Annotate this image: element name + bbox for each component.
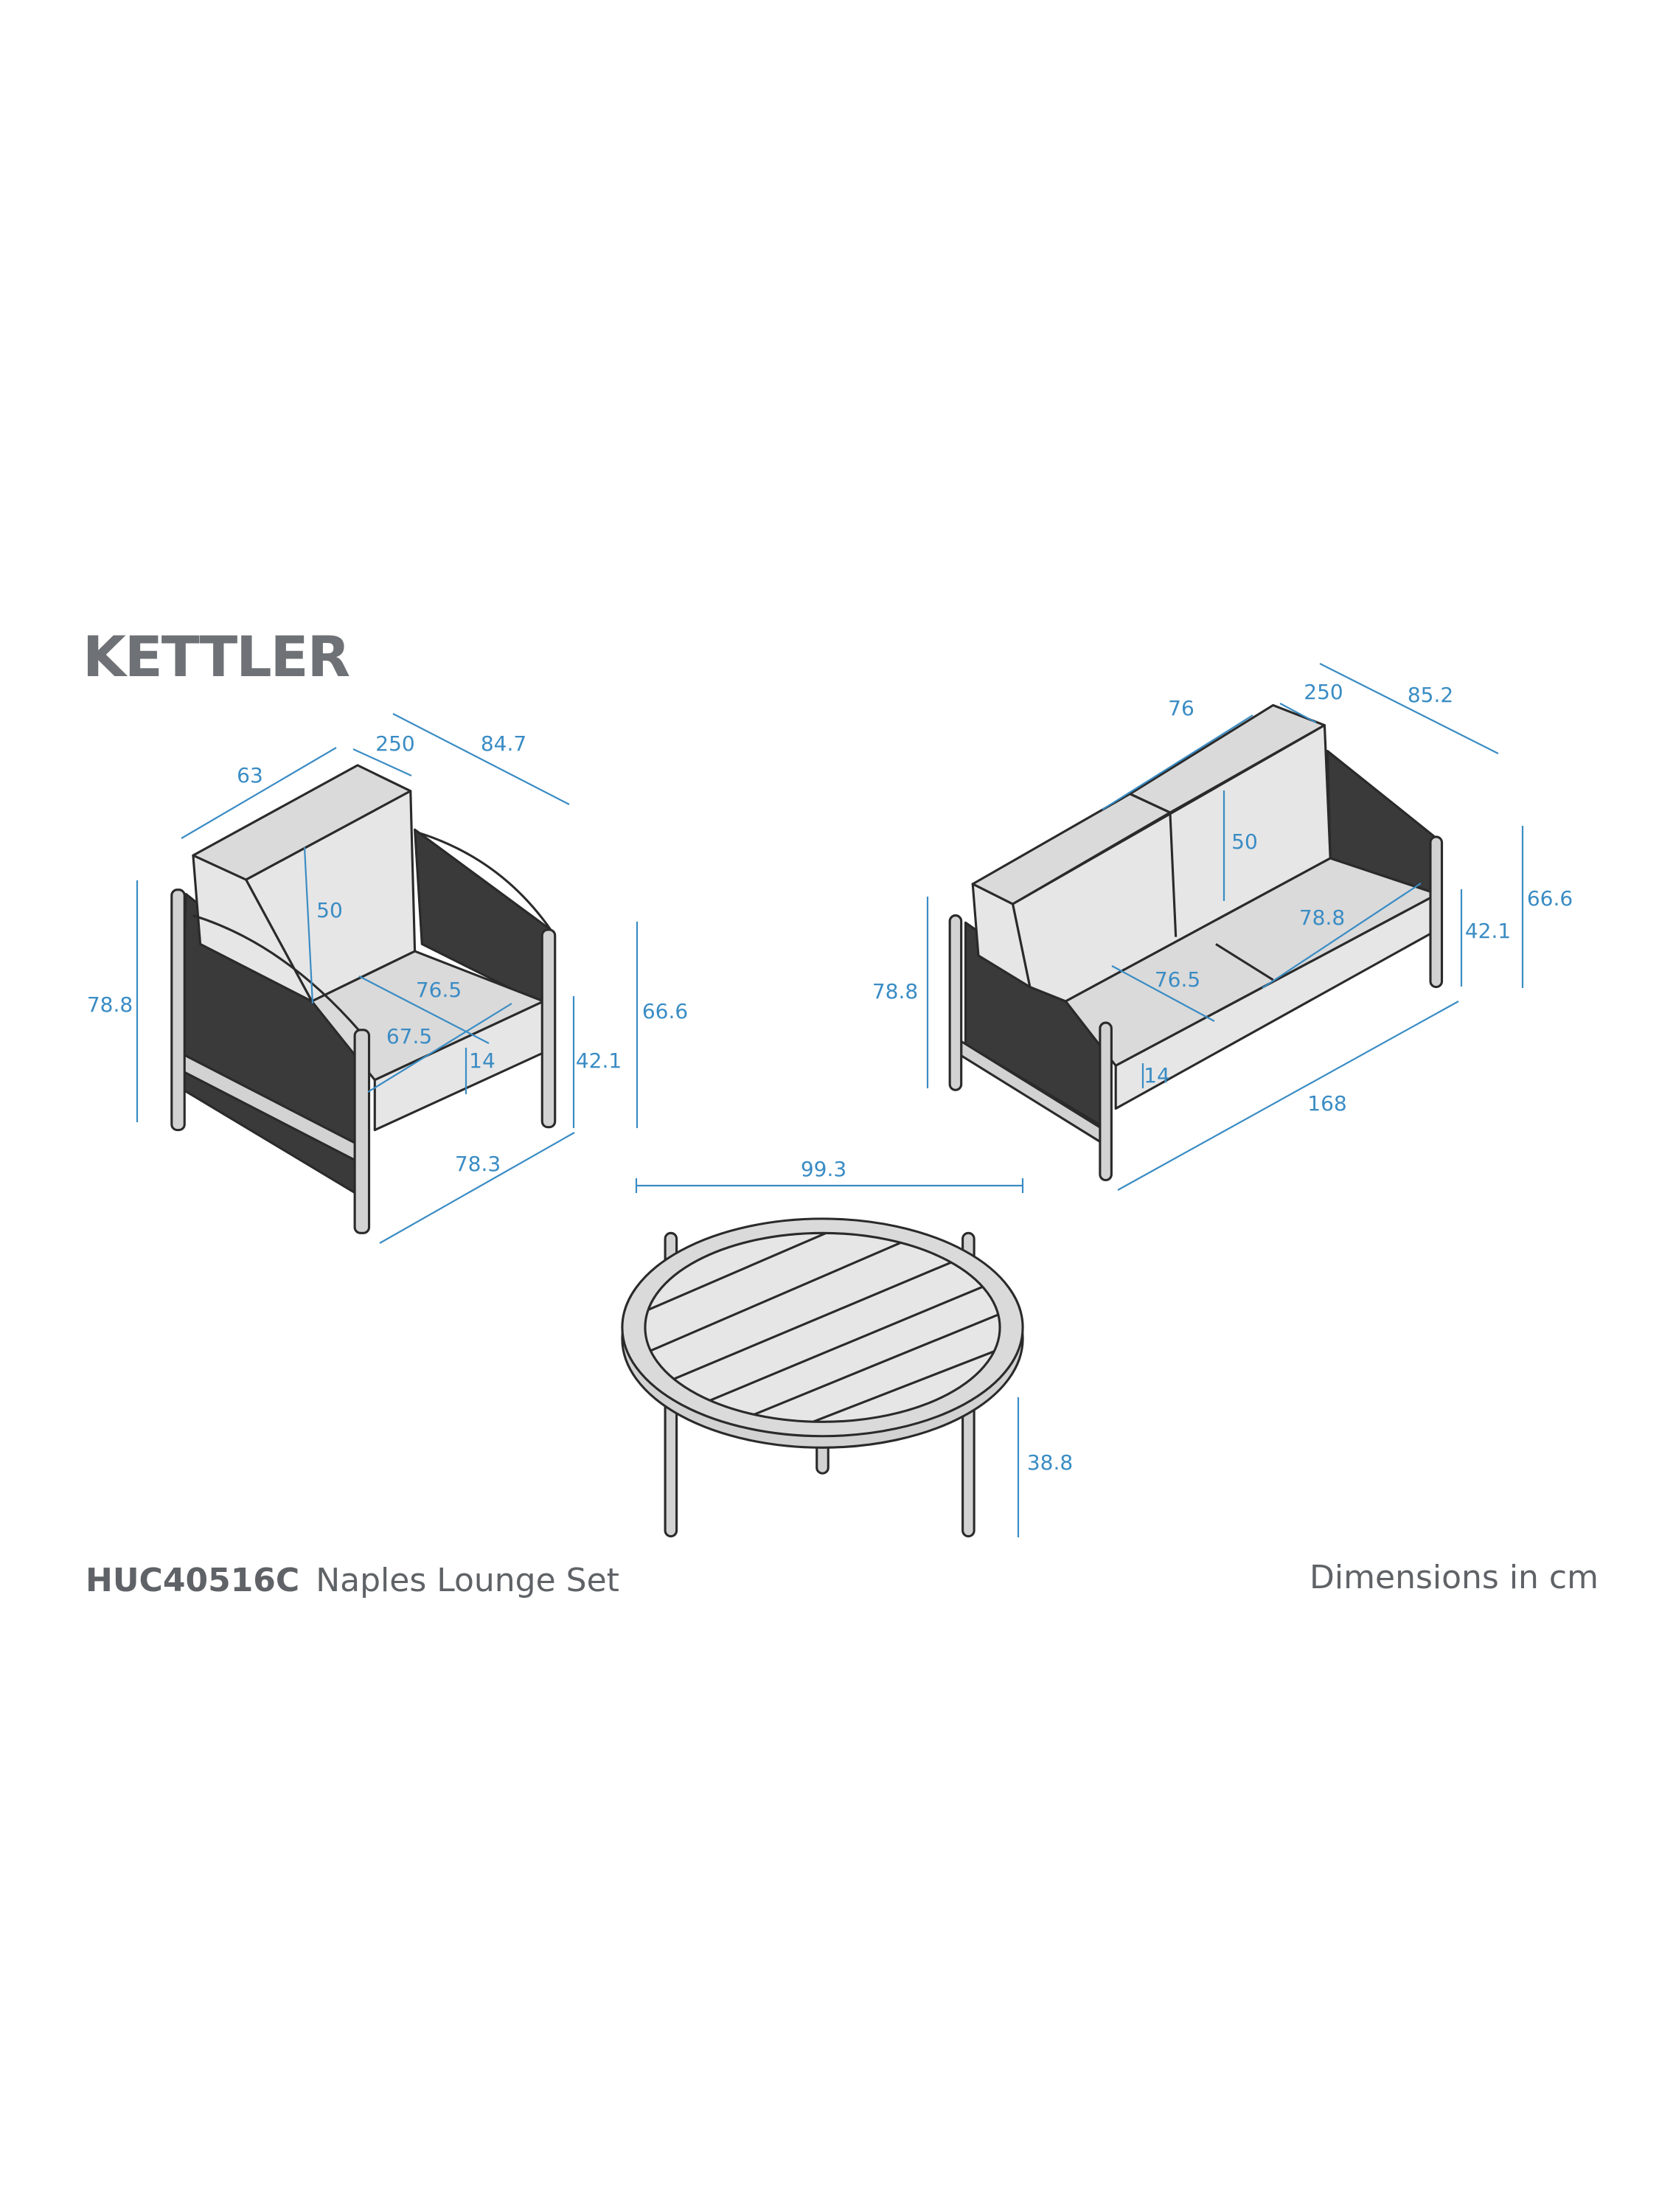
product-name: Naples Lounge Set bbox=[316, 1562, 619, 1599]
sofa-dimensions: 76 250 85.2 50 78.8 42.1 66.6 78.8 76.5 … bbox=[872, 663, 1573, 1191]
armchair-dim-63: 63 bbox=[237, 763, 263, 787]
sofa-dim-250: 250 bbox=[1304, 680, 1343, 704]
sofa-dim-168: 168 bbox=[1307, 1091, 1346, 1116]
kettler-logo: KETTLER bbox=[83, 624, 350, 689]
sofa-dim-14: 14 bbox=[1144, 1063, 1170, 1088]
armchair-dim-84-7: 84.7 bbox=[481, 731, 526, 756]
armchair-dim-66-6: 66.6 bbox=[642, 999, 688, 1023]
armchair-dim-50: 50 bbox=[316, 898, 343, 922]
armchair-drawing bbox=[170, 764, 557, 1234]
sofa-dim-78-8-seat: 78.8 bbox=[1299, 905, 1345, 930]
sofa-dim-85-2: 85.2 bbox=[1408, 683, 1453, 707]
armchair-dim-14: 14 bbox=[469, 1048, 495, 1073]
sofa-dim-78-8-height: 78.8 bbox=[872, 979, 918, 1004]
sofa-dim-76-5: 76.5 bbox=[1155, 967, 1200, 992]
armchair-dimensions: 63 250 84.7 50 78.8 76.5 67.5 14 42.1 66… bbox=[87, 713, 688, 1244]
table-dim-99-3: 99.3 bbox=[801, 1157, 846, 1181]
armchair-dim-78-3: 78.3 bbox=[455, 1152, 501, 1176]
armchair-dim-250: 250 bbox=[375, 731, 414, 756]
armchair-dim-78-8: 78.8 bbox=[87, 992, 133, 1017]
armchair-dim-76-5: 76.5 bbox=[416, 978, 462, 1002]
armchair-dim-42-1: 42.1 bbox=[576, 1048, 622, 1073]
product-code: HUC40516C bbox=[86, 1562, 300, 1599]
armchair-dim-67-5: 67.5 bbox=[386, 1024, 432, 1048]
sofa-dim-42-1: 42.1 bbox=[1465, 919, 1511, 943]
table-dimensions: 99.3 38.8 bbox=[635, 1157, 1073, 1537]
table-dim-38-8: 38.8 bbox=[1027, 1450, 1073, 1475]
sofa-dim-50: 50 bbox=[1231, 830, 1258, 854]
table-drawing bbox=[621, 1217, 1024, 1538]
product-caption: HUC40516C Naples Lounge Set bbox=[86, 1562, 619, 1599]
sofa-dim-76: 76 bbox=[1168, 696, 1194, 720]
sofa-drawing bbox=[948, 703, 1444, 1182]
sofa-dim-66-6: 66.6 bbox=[1527, 886, 1573, 911]
units-note: Dimensions in cm bbox=[1310, 1559, 1599, 1596]
